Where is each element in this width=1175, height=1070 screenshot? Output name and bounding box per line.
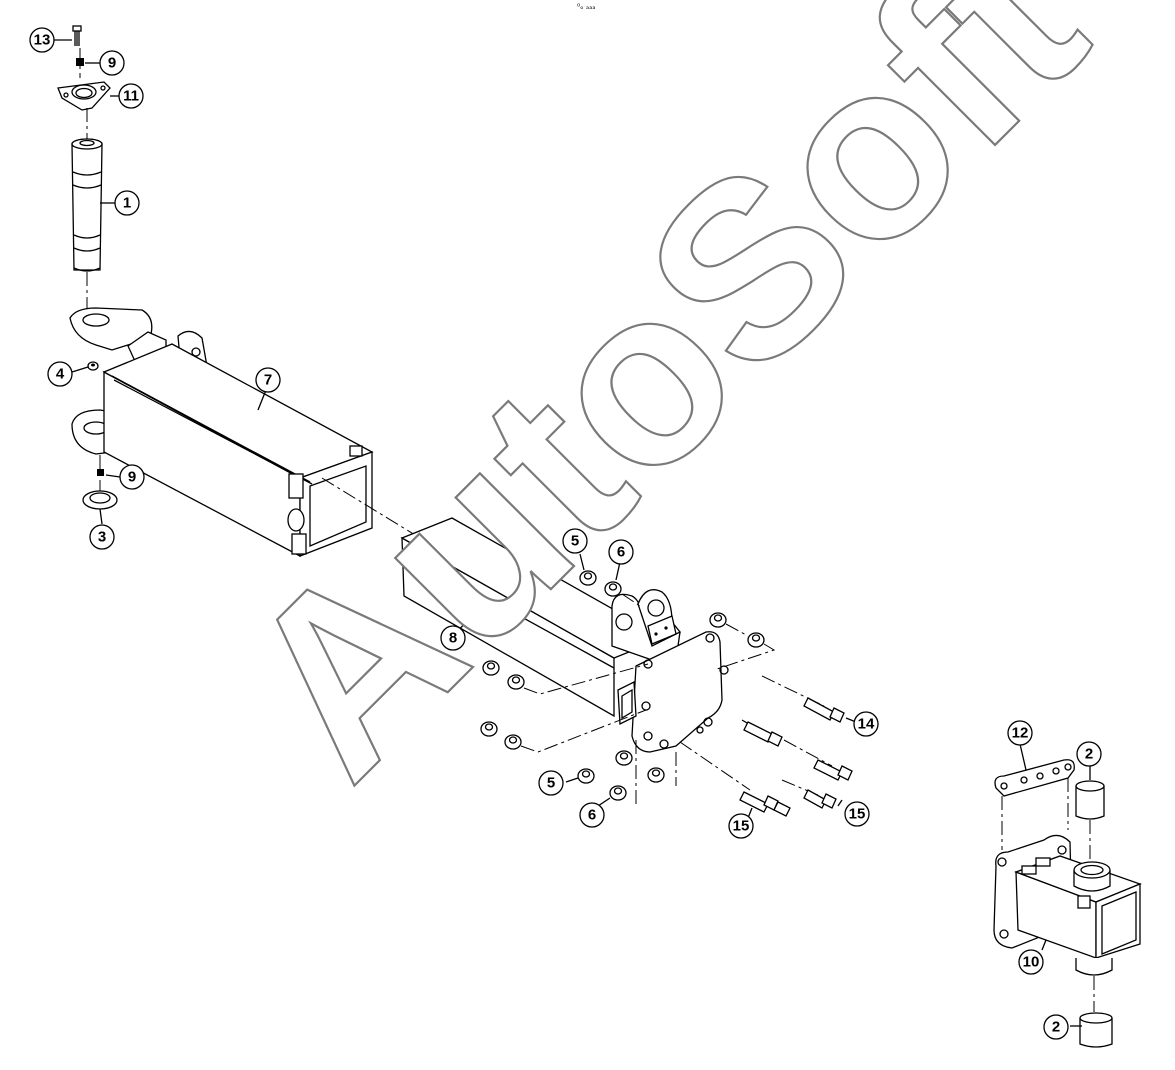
axis-nuts-right-a — [725, 623, 749, 637]
callout-9-bottom: 9 — [119, 464, 145, 490]
callout-15-right-label: 15 — [849, 806, 866, 823]
part-13-bolt — [72, 25, 82, 46]
callout-14: 14 — [853, 711, 879, 737]
part-4-nut — [87, 361, 99, 371]
callout-15-right: 15 — [844, 801, 870, 827]
part-5-nut-bottom — [577, 768, 595, 784]
callout-10-label: 10 — [1023, 954, 1040, 971]
callout-5-bottom: 5 — [538, 770, 564, 796]
part-6-nut-bottom — [609, 785, 627, 801]
callout-5-top-label: 5 — [571, 533, 579, 550]
callout-2-top-label: 2 — [1085, 746, 1093, 763]
leader-7 — [257, 389, 267, 411]
callout-13-label: 13 — [34, 32, 51, 49]
axis-nuts-left-lower — [520, 709, 647, 753]
axis-nuts-right-b — [713, 643, 776, 671]
part-2-bushing-top — [1075, 780, 1105, 820]
axis-7-8 — [321, 477, 421, 539]
leader-5-bottom — [565, 777, 579, 783]
leader-6-bottom — [597, 797, 611, 807]
callout-6-top-label: 6 — [617, 544, 625, 561]
callout-9-top-label: 9 — [108, 55, 116, 72]
callout-5-bottom-label: 5 — [547, 775, 555, 792]
callout-7-label: 7 — [264, 372, 272, 389]
part-14-bolt — [761, 675, 845, 723]
callout-2-bottom-label: 2 — [1052, 1019, 1060, 1036]
top-mark: ⁰ₒ ₐₐₐ — [577, 2, 596, 11]
part-5-nut-top — [579, 570, 597, 586]
leader-6-top — [615, 561, 621, 581]
callout-3: 3 — [89, 524, 115, 550]
leader-9-bottom — [105, 474, 121, 478]
callout-2-top: 2 — [1076, 741, 1102, 767]
callout-8: 8 — [440, 625, 466, 651]
callout-11: 11 — [118, 83, 144, 109]
callout-7: 7 — [255, 367, 281, 393]
callout-5-top: 5 — [562, 528, 588, 554]
part-10-housing — [993, 834, 1142, 976]
callout-6-bottom: 6 — [579, 802, 605, 828]
mounting-plate — [611, 589, 729, 753]
part-7-outer-tube — [69, 307, 374, 558]
callout-3-label: 3 — [98, 529, 106, 546]
callout-15-left-label: 15 — [733, 818, 750, 835]
nuts-bottom-center — [615, 750, 665, 783]
nuts-left-middle — [482, 660, 525, 690]
callout-4-label: 4 — [56, 366, 65, 383]
callout-2-bottom: 2 — [1043, 1014, 1069, 1040]
part-12-plate — [994, 759, 1075, 797]
callout-12: 12 — [1007, 720, 1033, 746]
callout-9-top: 9 — [99, 50, 125, 76]
callout-15-left: 15 — [728, 813, 754, 839]
callout-10: 10 — [1018, 949, 1044, 975]
part-15-bolts — [679, 719, 853, 817]
callout-6-bottom-label: 6 — [588, 807, 596, 824]
callout-11-label: 11 — [123, 88, 139, 105]
part-2-bushing-bottom — [1079, 1012, 1113, 1048]
callout-9-bottom-label: 9 — [128, 469, 136, 486]
callout-1-label: 1 — [123, 195, 131, 212]
part-11-flange — [57, 81, 111, 111]
leader-10 — [1041, 939, 1047, 951]
callout-4: 4 — [47, 361, 73, 387]
leader-12 — [1019, 743, 1027, 771]
axis-nuts-left-middle — [523, 663, 649, 695]
part-6-nut-top — [604, 581, 622, 597]
leader-15-right — [837, 799, 843, 807]
callout-14-label: 14 — [858, 716, 875, 733]
leader-3 — [99, 508, 103, 525]
callout-8-label: 8 — [449, 630, 457, 647]
part-8-inner-tube — [400, 517, 666, 718]
nuts-left-lower — [480, 721, 522, 750]
leader-5-top — [579, 553, 585, 571]
callout-13: 13 — [29, 27, 55, 53]
nuts-right-upper — [709, 612, 765, 648]
part-9-top-nut — [76, 48, 84, 78]
callout-12-label: 12 — [1012, 725, 1029, 742]
callout-1: 1 — [114, 190, 140, 216]
leader-4 — [71, 366, 89, 373]
part-9-bottom-nut — [97, 469, 104, 476]
axis-56-top — [621, 593, 641, 607]
part-3-washer — [82, 490, 118, 510]
part-1-pin — [71, 138, 103, 272]
callout-6-top: 6 — [608, 539, 634, 565]
